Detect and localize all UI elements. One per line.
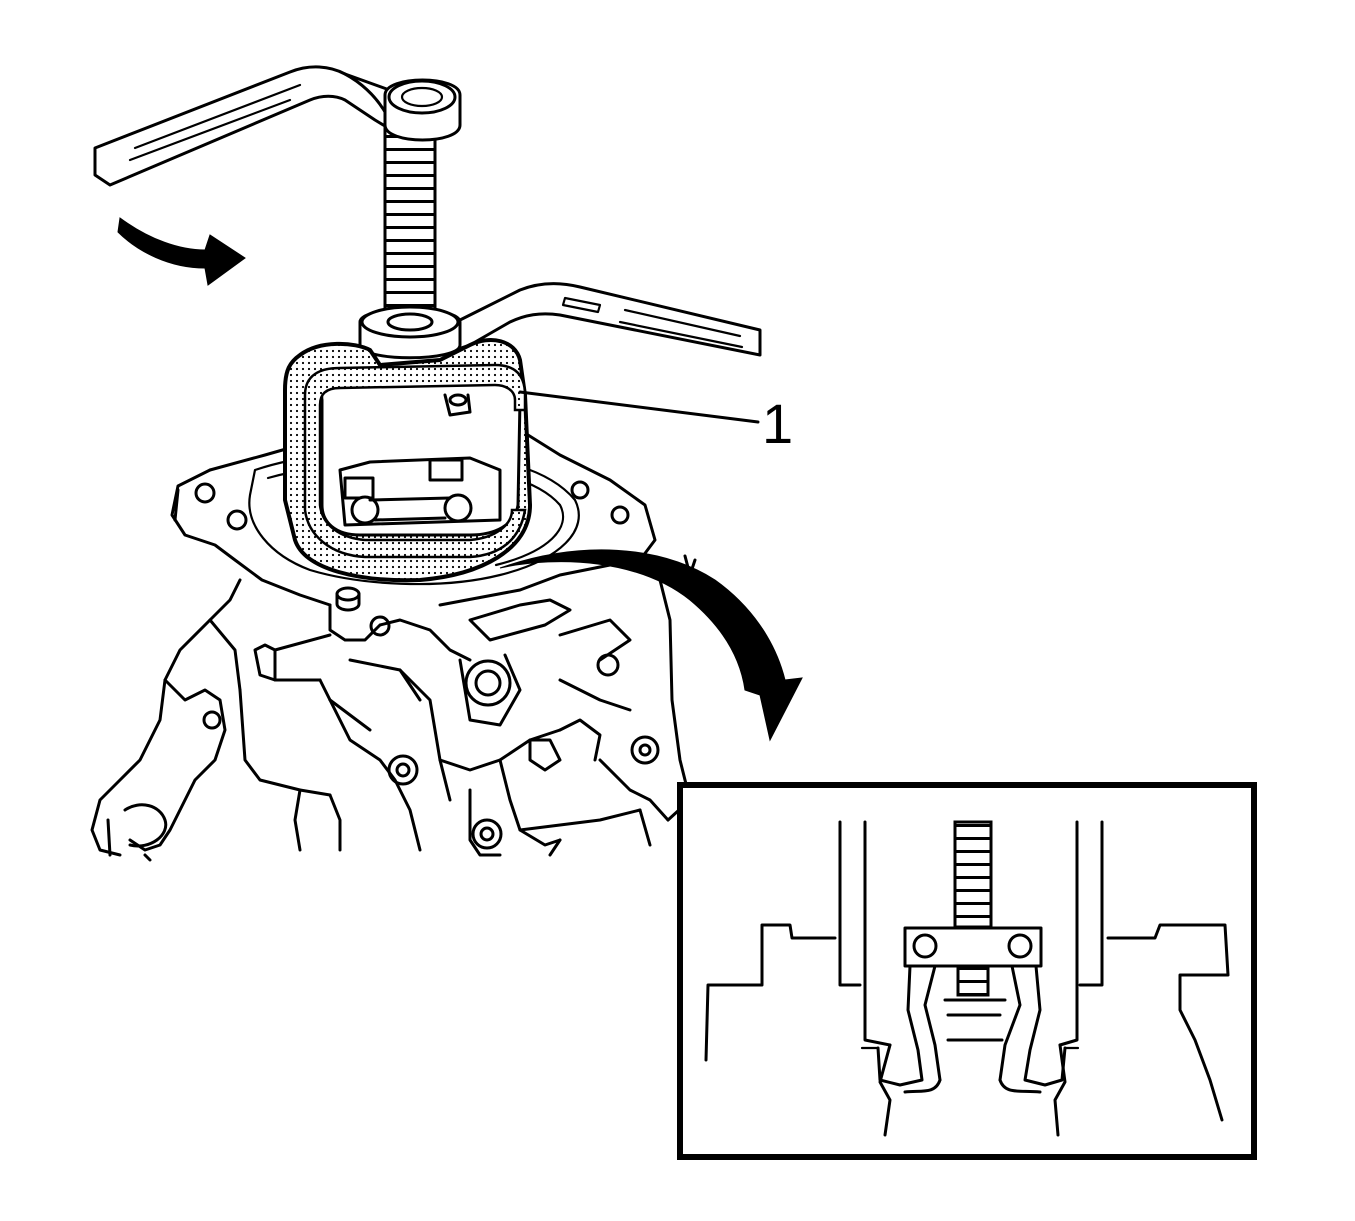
curved-arrow-down-right-icon [499,549,803,742]
curved-arrow-right-icon [117,217,246,286]
inset-detail-view [677,782,1257,1160]
callout-1: 1 [518,390,793,455]
puller-jaws [338,393,502,527]
callout-label: 1 [762,392,793,455]
wrench-upper [93,65,432,187]
transmission-housing [90,426,697,862]
seal-puller-frame [283,338,532,583]
wrench-lower [358,282,762,360]
